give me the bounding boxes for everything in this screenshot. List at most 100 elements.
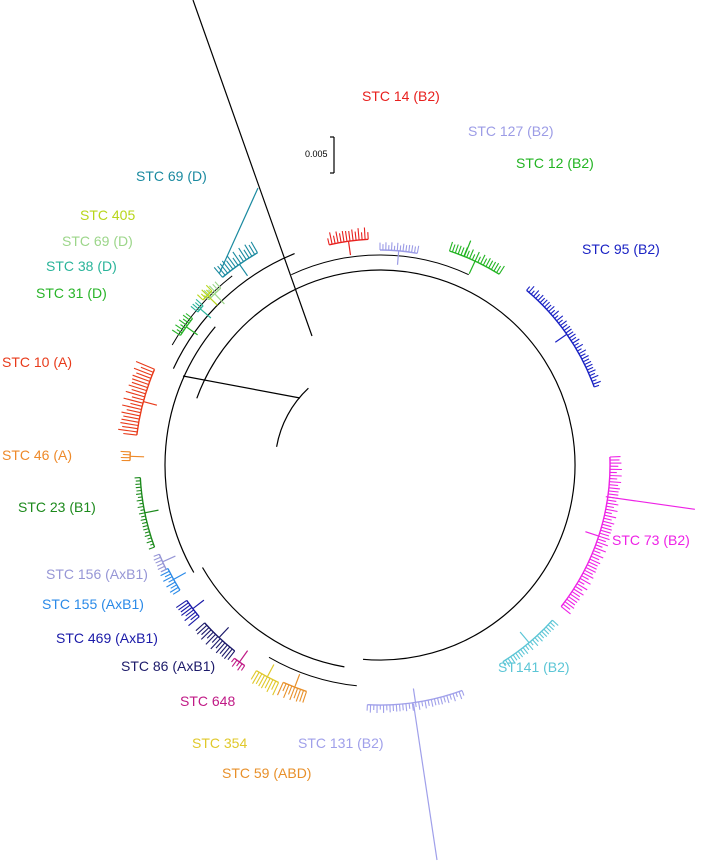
clade-tip [205, 633, 216, 645]
clade-tip [190, 305, 199, 313]
clade-tip [223, 648, 233, 660]
clade-tip [232, 257, 239, 266]
clade-tip [587, 366, 594, 371]
clade-tip [526, 286, 531, 291]
clade-tip [327, 238, 330, 245]
clade-tip [166, 581, 176, 588]
clade-tip [153, 556, 161, 561]
clade-tip [608, 493, 619, 496]
clade-tip [144, 534, 151, 538]
clade-tip [592, 552, 604, 559]
clade-tip [217, 265, 226, 276]
clade-tip [402, 243, 405, 252]
clade-tip [560, 606, 571, 615]
label-stc-131: STC 131 (B2) [298, 735, 384, 751]
clade-tip [213, 267, 223, 278]
clade-tip [405, 245, 408, 252]
clade-tip [563, 325, 571, 331]
clade-tip [142, 524, 148, 528]
clade-tip [421, 701, 424, 707]
label-stc-10: STC 10 (A) [2, 354, 72, 370]
clade-tip [601, 526, 612, 531]
clade-tip [172, 589, 181, 595]
clade-tip [332, 235, 336, 244]
clade-tip [605, 508, 618, 513]
clade-tip [411, 245, 414, 253]
clade-tip [567, 331, 574, 336]
clade-tip [136, 372, 151, 379]
clade-tip [591, 379, 597, 382]
clade-tip [160, 570, 170, 577]
clade-tip [581, 575, 589, 580]
label-stc-46: STC 46 (A) [2, 447, 72, 463]
clade-tip [250, 241, 258, 254]
clade-tip [554, 315, 559, 319]
clade-stem [214, 293, 225, 305]
clade-tip [539, 633, 545, 639]
clade-tip [490, 261, 497, 270]
clade-tip [192, 303, 200, 311]
clade-tip [164, 573, 171, 578]
clade-tip [570, 336, 577, 342]
clade-tip [525, 645, 530, 651]
clade-tip [430, 699, 434, 707]
clade-tip [581, 355, 589, 360]
clade-tip [468, 249, 474, 259]
clade-tip [405, 703, 408, 712]
clade-tip [477, 256, 481, 263]
clade-stem [396, 250, 400, 265]
clade-tip [549, 622, 555, 627]
clade-tip [244, 244, 253, 257]
clade-tip [448, 241, 454, 252]
clade-tip [390, 242, 393, 251]
clade-tip [293, 688, 299, 699]
backbone-arc [196, 269, 576, 661]
clade-tip [282, 683, 287, 692]
clade-tip [451, 244, 456, 253]
clade-tip [215, 642, 226, 654]
clade-tip [547, 624, 554, 631]
long-branch [463, 240, 472, 257]
clade-tip [169, 586, 179, 593]
clade-tip [123, 432, 137, 436]
clade-tip [180, 324, 186, 329]
clade-tip [565, 328, 572, 334]
clade-tip [596, 541, 609, 547]
clade-tip [341, 231, 345, 242]
clade-tip [608, 487, 620, 490]
clade-tip [603, 517, 612, 521]
clade-tip [584, 569, 593, 575]
clade-tip [180, 604, 191, 613]
clade-tip [569, 593, 580, 601]
clade-tip [131, 388, 146, 395]
clade-tip [589, 558, 601, 565]
clade-tip [196, 624, 208, 635]
clade-tip [171, 329, 181, 336]
clade-tip [537, 294, 544, 301]
clade-tip [287, 685, 293, 695]
clade-tip [238, 254, 244, 262]
clade-tip [609, 474, 622, 477]
clade-stem [239, 650, 249, 663]
clade-tip [590, 374, 599, 380]
clade-tip [206, 631, 214, 639]
clade-tip [272, 682, 280, 696]
clade-tip [424, 700, 427, 709]
backbone-arc [201, 567, 345, 668]
clade-tip [520, 649, 525, 655]
clade-tip [594, 384, 600, 388]
clade-tip [599, 532, 610, 537]
label-stc-354: STC 354 [192, 735, 247, 751]
clade-tip [556, 315, 564, 322]
clade-tip [121, 411, 141, 417]
clade-tip [131, 396, 144, 401]
clade-tip [123, 397, 144, 404]
clade-tip [175, 599, 188, 609]
clade-tip [221, 260, 231, 272]
clade-tip [131, 381, 148, 389]
clade-tip [485, 258, 491, 267]
clade-tip [137, 496, 143, 499]
clade-stem [347, 241, 352, 256]
clade-tip [121, 418, 139, 423]
